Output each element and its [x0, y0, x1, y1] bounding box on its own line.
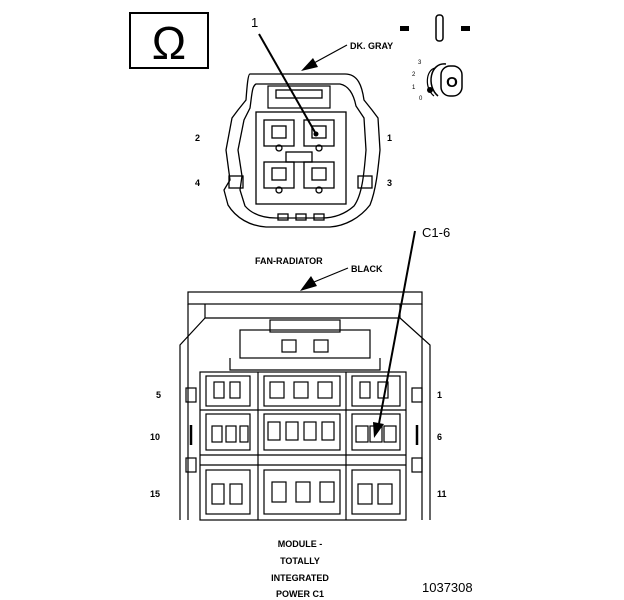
- bottom-caption-line-2: TOTALLY: [280, 556, 320, 566]
- ignition-position-0: 0: [419, 96, 423, 102]
- bottom-pin-15-label: 15: [150, 489, 160, 499]
- bottom-pin-11-label: 11: [437, 489, 447, 499]
- bottom-callout-c1-6: C1-6: [422, 225, 450, 240]
- figure-number: 1037308: [422, 580, 473, 595]
- top-pin-3-label: 3: [387, 178, 392, 188]
- top-callout-number: 1: [251, 15, 258, 30]
- bottom-connector-color-label: BLACK: [351, 264, 383, 274]
- bottom-caption-line-1: MODULE -: [278, 539, 323, 549]
- bottom-pin-1-label: 1: [437, 390, 442, 400]
- ignition-key-letter: O: [446, 74, 458, 91]
- top-pin-2-label: 2: [195, 133, 200, 143]
- ignition-position-2: 2: [412, 72, 416, 78]
- top-connector-color-label: DK. GRAY: [350, 41, 393, 51]
- top-connector-caption: FAN-RADIATOR: [255, 256, 323, 266]
- bottom-callout-leader: [377, 230, 416, 430]
- bottom-pin-10-label: 10: [150, 432, 160, 442]
- top-connector: [223, 73, 381, 228]
- ignition-position-1: 1: [412, 85, 416, 91]
- top-color-leader: [313, 44, 348, 64]
- bottom-color-leader: [313, 267, 349, 283]
- ignition-key-icon: O 3 2 1 0: [400, 14, 470, 102]
- ohm-meter-symbol: Ω: [129, 12, 209, 69]
- ignition-position-3: 3: [418, 60, 422, 66]
- bottom-caption-line-4: POWER C1: [276, 589, 324, 599]
- bottom-caption-line-3: INTEGRATED: [271, 573, 329, 583]
- top-pin-4-label: 4: [195, 178, 200, 188]
- bottom-pin-5-label: 5: [156, 390, 161, 400]
- bottom-pin-6-label: 6: [437, 432, 442, 442]
- top-callout-leader: [258, 33, 317, 135]
- ohm-icon: Ω: [152, 17, 186, 69]
- bottom-connector: [179, 291, 431, 521]
- top-pin-1-label: 1: [387, 133, 392, 143]
